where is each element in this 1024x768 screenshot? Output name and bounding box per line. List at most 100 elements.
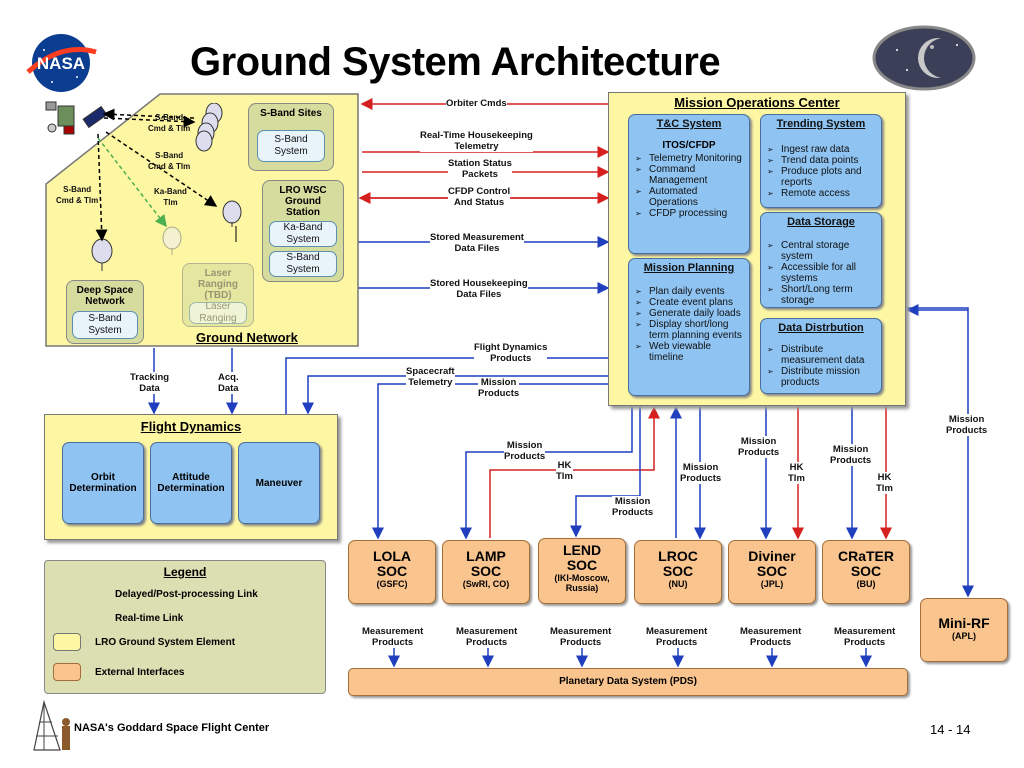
- lend-products-link: [570, 406, 641, 538]
- trending-item: Produce plots and reports: [767, 166, 877, 188]
- mission-emblem-icon: [872, 25, 976, 91]
- attitude-determination-box: Attitude Determination: [150, 442, 232, 524]
- orbit-determination-box: Orbit Determination: [62, 442, 144, 524]
- flow-label-tracking: Tracking Data: [130, 372, 170, 394]
- flow-label-hk2: HK Tlm: [788, 462, 805, 484]
- flight-dynamics-title: Flight Dynamics: [140, 419, 242, 434]
- dsn-title: Deep Space Network: [76, 285, 134, 307]
- flow-label-orbiter-cmds: Orbiter Cmds: [446, 98, 507, 109]
- wsc-antenna-icon: [220, 200, 246, 228]
- soc-diviner: Diviner SOC (JPL): [728, 540, 816, 604]
- soc-minirf: Mini-RF (APL): [920, 598, 1008, 662]
- legend-item-external: External Interfaces: [95, 667, 185, 678]
- flow-label-mp-minirf: Mission Products: [946, 414, 988, 436]
- sband-link-label-1: S-Band Cmd & Tlm: [148, 113, 191, 133]
- flow-label-rt-hk: Real-Time Housekeeping Telemetry: [420, 130, 533, 152]
- moc-title: Mission Operations Center: [674, 95, 840, 110]
- soc-name: LEND SOC: [562, 542, 602, 573]
- flow-label-mp5: Mission Products: [830, 444, 872, 466]
- measurement-products-label: Measurement Products: [646, 626, 708, 648]
- soc-org: (SwRI, CO): [462, 579, 510, 589]
- lamp-products-link: [460, 406, 633, 540]
- laser-ranging-box: Laser Ranging (TBD) Laser Ranging: [182, 263, 254, 327]
- planning-item: Web viewable timeline: [635, 341, 745, 363]
- measurement-products-label: Measurement Products: [362, 626, 424, 648]
- minirf-products-link: [906, 307, 974, 598]
- soc-lola: LOLA SOC (GSFC): [348, 540, 436, 604]
- wsc-box: LRO WSC Ground Station Ka-Band System S-…: [262, 180, 344, 282]
- flow-label-sc-tlm: Spacecraft Telemetry: [406, 366, 455, 388]
- trending-system-title: Trending System: [776, 118, 866, 130]
- planning-item: Create event plans: [635, 297, 745, 308]
- flow-label-stored-hk: Stored Housekeeping Data Files: [430, 278, 528, 300]
- nasa-logo-text: NASA: [37, 54, 85, 73]
- legend-title: Legend: [163, 565, 207, 579]
- mission-planning-box: Mission Planning Plan daily events Creat…: [628, 258, 750, 396]
- planning-item: Plan daily events: [635, 286, 745, 297]
- soc-org: (NU): [668, 579, 688, 589]
- soc-name: LOLA SOC: [372, 548, 412, 579]
- dsn-box: Deep Space Network S-Band System: [66, 280, 144, 344]
- sband-link-label-2: S-Band Cmd & Tlm: [148, 151, 191, 171]
- sband-sites-box: S-Band Sites S-Band System: [248, 103, 334, 171]
- legend-item-delayed: Delayed/Post-processing Link: [115, 589, 258, 600]
- pds-label: Planetary Data System (PDS): [559, 676, 697, 687]
- goddard-logo-icon: [30, 699, 74, 754]
- flow-label-hk3: HK Tlm: [876, 472, 893, 494]
- tc-item: Automated Operations: [635, 186, 745, 208]
- sband-sites-system: S-Band System: [257, 130, 325, 162]
- storage-item: Central storage system: [767, 240, 877, 262]
- maneuver-box: Maneuver: [238, 442, 320, 524]
- trending-item: Trend data points: [767, 155, 877, 166]
- legend-item-realtime: Real-time Link: [115, 613, 184, 624]
- tc-item: Command Management: [635, 164, 745, 186]
- data-storage-title: Data Storage: [787, 216, 855, 228]
- sband-sites-antennas-icon: [192, 102, 248, 155]
- flow-label-acq: Acq. Data: [218, 372, 239, 394]
- flow-label-mp4: Mission Products: [738, 436, 780, 458]
- soc-crater: CRaTER SOC (BU): [822, 540, 910, 604]
- flow-label-mp3: Mission Products: [612, 496, 654, 518]
- measurement-products-label: Measurement Products: [740, 626, 802, 648]
- measurement-products-label: Measurement Products: [456, 626, 518, 648]
- soc-org: (IKI-Moscow, Russia): [554, 573, 610, 593]
- lola-products-link: [372, 383, 608, 540]
- planning-item: Display short/long term planning events: [635, 319, 745, 341]
- legend-item-element: LRO Ground System Element: [95, 637, 236, 648]
- laser-ranging-title: Laser Ranging (TBD): [198, 268, 238, 301]
- mission-planning-title: Mission Planning: [643, 262, 735, 274]
- soc-name: Diviner SOC: [748, 548, 796, 579]
- soc-lroc: LROC SOC (NU): [634, 540, 722, 604]
- wsc-title: LRO WSC Ground Station: [279, 185, 327, 218]
- minirf-org: (APL): [952, 631, 976, 641]
- page-title: Ground System Architecture: [190, 40, 721, 84]
- distribution-item: Distribute measurement data: [767, 344, 877, 366]
- orbit-determination-label: Orbit Determination: [69, 472, 137, 494]
- storage-item: Short/Long term storage: [767, 284, 877, 306]
- flow-label-station-status: Station Status Packets: [448, 158, 512, 180]
- trending-item: Ingest raw data: [767, 144, 877, 155]
- trending-system-box: Trending System Ingest raw data Trend da…: [760, 114, 882, 208]
- soc-name: LROC SOC: [658, 548, 698, 579]
- page-number: 14 - 14: [930, 722, 971, 737]
- flow-label-mp1: Mission Products: [504, 440, 546, 462]
- sband-sites-title: S-Band Sites: [260, 108, 322, 119]
- attitude-determination-label: Attitude Determination: [157, 472, 225, 494]
- soc-org: (BU): [856, 579, 876, 589]
- flow-label-mission-products: Mission Products: [478, 377, 520, 399]
- pds-box: Planetary Data System (PDS): [348, 668, 908, 696]
- soc-name: LAMP SOC: [466, 548, 506, 579]
- laser-ranging-antenna-icon: [160, 226, 186, 256]
- flow-label-hk1: HK Tlm: [556, 460, 573, 482]
- planning-item: Generate daily loads: [635, 308, 745, 319]
- distribution-item: Distribute mission products: [767, 366, 877, 388]
- flow-label-fd-products: Flight Dynamics Products: [474, 342, 548, 364]
- footer-center-name: NASA's Goddard Space Flight Center: [74, 722, 270, 734]
- data-distribution-title: Data Distrbution: [778, 322, 864, 334]
- flow-label-mp2: Mission Products: [680, 462, 722, 484]
- soc-lend: LEND SOC (IKI-Moscow, Russia): [538, 538, 626, 604]
- legend-box: Legend Delayed/Post-processing Link Real…: [44, 560, 326, 694]
- nasa-logo: NASA: [22, 32, 100, 94]
- data-distribution-box: Data Distrbution Distribute measurement …: [760, 318, 882, 394]
